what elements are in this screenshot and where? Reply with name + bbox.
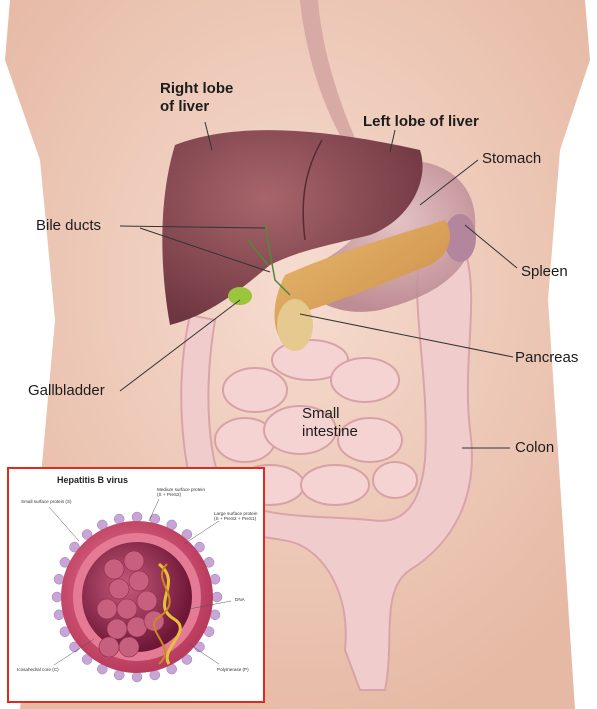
label-colon: Colon [515,439,554,457]
hepatitis-b-inset: Hepatitis B virus Small surface protein … [7,467,265,703]
label-spleen: Spleen [521,263,568,281]
surface-protein-spike [132,672,142,682]
capsomer [119,637,139,657]
label-stomach: Stomach [482,150,541,168]
label-left-lobe-of-liver: Left lobe of liver [363,113,479,131]
gallbladder-shape [228,287,252,305]
label-small-surface-protein: Small surface protein (S) [21,499,72,504]
capsomer [109,579,129,599]
capsomer [99,637,119,657]
label-icosahedral-core: Icosahedral core (C) [17,667,59,672]
duodenum-shape [277,299,313,351]
label-bile-ducts: Bile ducts [36,217,101,235]
capsomer [104,559,124,579]
capsomer [129,571,149,591]
label-pancreas: Pancreas [515,349,578,367]
label-gallbladder: Gallbladder [28,382,105,400]
surface-protein-spike [212,592,222,602]
capsomer [117,599,137,619]
label-medium-surface-protein: Medium surface protein (S + PreS2) [157,487,205,497]
label-dna: DNA [235,597,245,602]
label-polymerase: Polymerase (P) [217,667,249,672]
label-right-lobe-of-liver: Right lobe of liver [160,80,233,116]
capsomer [137,591,157,611]
capsomer [107,619,127,639]
capsomer [124,551,144,571]
capsomer [97,599,117,619]
surface-protein-spike [52,592,62,602]
surface-protein-spike [132,512,142,522]
label-small-intestine: Small intestine [302,405,358,441]
label-large-surface-protein: Large surface protein (S + PreS2 + PreS1… [214,511,257,521]
